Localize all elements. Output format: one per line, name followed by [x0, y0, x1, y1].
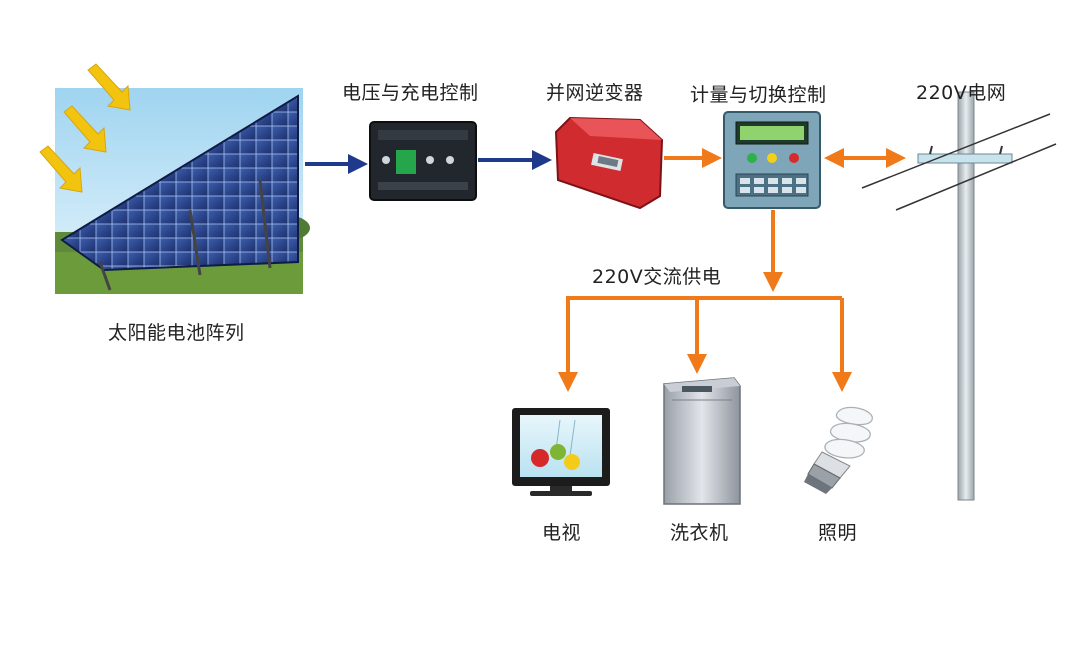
label-tv: 电视	[542, 522, 582, 544]
light-bulb-icon	[804, 406, 873, 494]
washing-machine-icon	[663, 377, 741, 505]
label-ac-supply: 220V交流供电	[592, 266, 722, 288]
label-grid: 220V电网	[916, 82, 1007, 104]
label-lighting: 照明	[818, 522, 858, 544]
utility-pole-icon	[861, 91, 1057, 501]
label-meter-switch: 计量与切换控制	[690, 84, 827, 106]
label-solar-array: 太阳能电池阵列	[108, 322, 245, 344]
ac-flow-arrows	[558, 148, 906, 392]
meter-box-icon	[723, 111, 821, 209]
sun-ray-icon	[39, 63, 131, 193]
solar-panel-icon	[55, 88, 310, 294]
inverter-icon	[554, 116, 664, 210]
charge-controller-icon	[369, 121, 477, 201]
label-charge-controller: 电压与充电控制	[342, 82, 479, 104]
tv-icon	[512, 408, 610, 496]
dc-flow-arrows	[305, 150, 552, 174]
label-inverter: 并网逆变器	[546, 82, 644, 104]
label-washer: 洗衣机	[670, 522, 729, 544]
